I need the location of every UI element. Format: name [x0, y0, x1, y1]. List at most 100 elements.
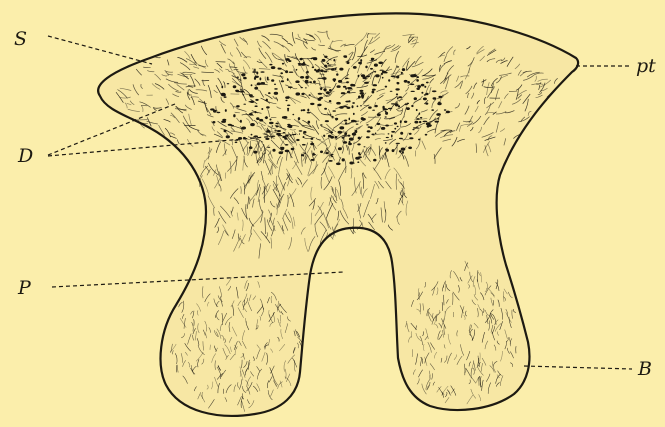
tissue-dot	[333, 59, 335, 62]
tissue-dot	[226, 135, 230, 138]
tissue-dot	[251, 84, 253, 86]
tissue-dot	[411, 91, 415, 92]
tissue-dot	[414, 121, 418, 124]
tissue-dot	[316, 70, 320, 73]
tissue-dot	[357, 143, 360, 145]
tissue-dot	[375, 105, 378, 107]
tissue-dot	[370, 68, 373, 70]
tissue-dot	[416, 76, 419, 78]
tissue-dot	[391, 75, 396, 77]
tissue-dot	[358, 152, 360, 154]
tissue-dot	[370, 126, 373, 129]
tissue-dot	[274, 130, 277, 131]
tissue-dot	[421, 84, 425, 87]
tissue-dot	[299, 130, 303, 131]
tissue-dot	[382, 106, 384, 109]
tissue-dot	[255, 99, 258, 101]
tissue-dot	[281, 80, 284, 82]
tissue-dot	[310, 103, 314, 105]
tissue-dot	[233, 114, 235, 117]
tissue-dot	[279, 151, 284, 154]
tissue-dot	[396, 93, 398, 95]
tissue-dot	[366, 124, 368, 125]
tissue-dot	[260, 77, 262, 80]
tissue-dot	[382, 77, 384, 79]
tissue-dot	[301, 109, 303, 111]
tissue-dot	[408, 147, 412, 150]
tissue-dot	[348, 143, 352, 145]
tissue-dot	[210, 108, 214, 110]
tissue-dot	[277, 130, 281, 132]
tissue-dot	[276, 123, 279, 125]
tissue-dot	[298, 117, 300, 120]
tissue-dot	[373, 159, 376, 162]
tissue-dot	[221, 121, 226, 123]
tissue-dot	[411, 105, 413, 107]
tissue-dot	[332, 110, 336, 112]
tissue-dot	[357, 105, 359, 107]
tissue-dot	[251, 134, 253, 136]
label-d: D	[17, 145, 33, 167]
tissue-dot	[313, 153, 315, 156]
tissue-dot	[419, 121, 421, 123]
tissue-dot	[352, 105, 354, 108]
tissue-dot	[311, 57, 315, 59]
tissue-dot	[329, 160, 333, 162]
tissue-dot	[385, 116, 387, 117]
tissue-dot	[255, 105, 258, 107]
tissue-dot	[367, 130, 371, 132]
tissue-dot	[361, 76, 363, 77]
label-p: P	[17, 277, 32, 299]
label-s: S	[14, 28, 27, 50]
tissue-dot	[397, 82, 399, 84]
tissue-dot	[377, 113, 381, 116]
tissue-dot	[307, 109, 309, 112]
tissue-dot	[373, 84, 377, 86]
tissue-dot	[372, 110, 375, 111]
tissue-dot	[289, 60, 292, 62]
tissue-dot	[407, 81, 410, 84]
tissue-dot	[236, 91, 240, 93]
tissue-dot	[378, 62, 383, 65]
tissue-dot	[285, 100, 287, 101]
tissue-dot	[375, 133, 377, 135]
tissue-dot	[224, 96, 227, 98]
tissue-dot	[347, 87, 352, 89]
tissue-dot	[399, 138, 403, 139]
tissue-dot	[386, 137, 389, 138]
tissue-dot	[339, 68, 343, 71]
tissue-dot	[287, 108, 289, 110]
tissue-dot	[325, 120, 329, 122]
tissue-dot	[250, 123, 255, 126]
label-b: B	[637, 358, 652, 380]
tissue-dot	[295, 80, 299, 83]
tissue-dot	[404, 80, 408, 83]
tissue-dot	[426, 82, 429, 84]
tissue-dot	[398, 96, 402, 98]
tissue-dot	[287, 110, 289, 111]
tissue-dot	[305, 87, 307, 88]
tissue-dot	[271, 66, 276, 69]
tissue-dot	[372, 91, 375, 94]
tissue-dot	[270, 119, 272, 121]
tissue-dot	[221, 93, 226, 96]
tissue-dot	[380, 70, 384, 71]
tissue-dot	[333, 78, 337, 81]
tissue-dot	[385, 142, 387, 144]
leader-line-b	[524, 366, 632, 369]
tissue-dot	[274, 88, 278, 90]
tissue-dot	[336, 163, 341, 166]
tissue-dot	[267, 77, 269, 80]
tissue-dot	[318, 93, 322, 95]
tissue-dot	[436, 113, 441, 116]
tissue-dot	[391, 131, 395, 133]
leader-line-s	[48, 36, 152, 64]
tissue-dot	[292, 114, 294, 116]
tissue-dot	[296, 92, 301, 95]
tissue-dot	[313, 81, 316, 84]
tissue-dot	[430, 125, 432, 127]
tissue-dot	[243, 104, 246, 105]
tissue-dot	[302, 144, 306, 146]
tissue-dot	[324, 108, 327, 110]
